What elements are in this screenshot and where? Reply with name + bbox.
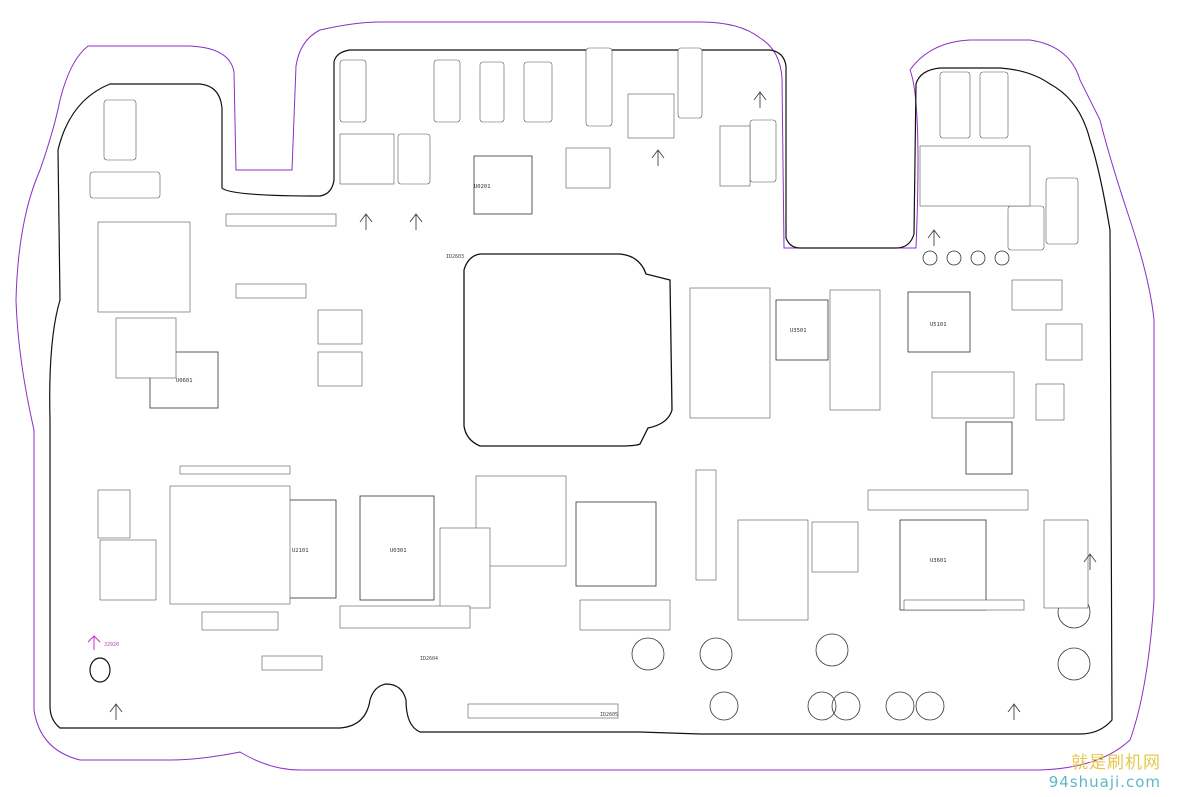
svg-text:ID2605: ID2605 <box>600 712 618 718</box>
svg-text:U5101: U5101 <box>930 322 947 328</box>
svg-text:U3501: U3501 <box>790 328 807 334</box>
chip-u3501 <box>775 299 829 361</box>
small-components <box>97 93 1089 719</box>
chip-u0301 <box>359 495 435 601</box>
svg-text:U0601: U0601 <box>176 378 193 384</box>
svg-text:U0301: U0301 <box>390 548 407 554</box>
chip-u5101 <box>907 291 971 353</box>
board-cutout-center <box>463 253 673 447</box>
board-outline-outer <box>15 21 1155 771</box>
chip-u3002 <box>965 421 1013 475</box>
svg-text:U2101: U2101 <box>292 548 309 554</box>
ref-labels: U0201 U0301 U3501 U5101 U3601 U0601 U210… <box>104 184 947 718</box>
chip-u0201 <box>473 155 533 215</box>
svg-text:ID2603: ID2603 <box>446 254 464 260</box>
svg-text:ID2604: ID2604 <box>420 656 438 662</box>
watermark-title: 就是刷机网 <box>1071 753 1161 773</box>
connector-row <box>89 47 1083 573</box>
watermark: 就是刷机网 94shuaji.com <box>1049 753 1161 791</box>
svg-text:U0201: U0201 <box>474 184 491 190</box>
watermark-url: 94shuaji.com <box>1048 773 1161 791</box>
arrows <box>87 91 1097 720</box>
board-outline-inner <box>49 49 1113 735</box>
svg-text:U3601: U3601 <box>930 558 947 564</box>
chip-u3601 <box>899 519 987 611</box>
svg-text:J2920: J2920 <box>104 642 119 648</box>
chip-u0401 <box>575 501 657 587</box>
